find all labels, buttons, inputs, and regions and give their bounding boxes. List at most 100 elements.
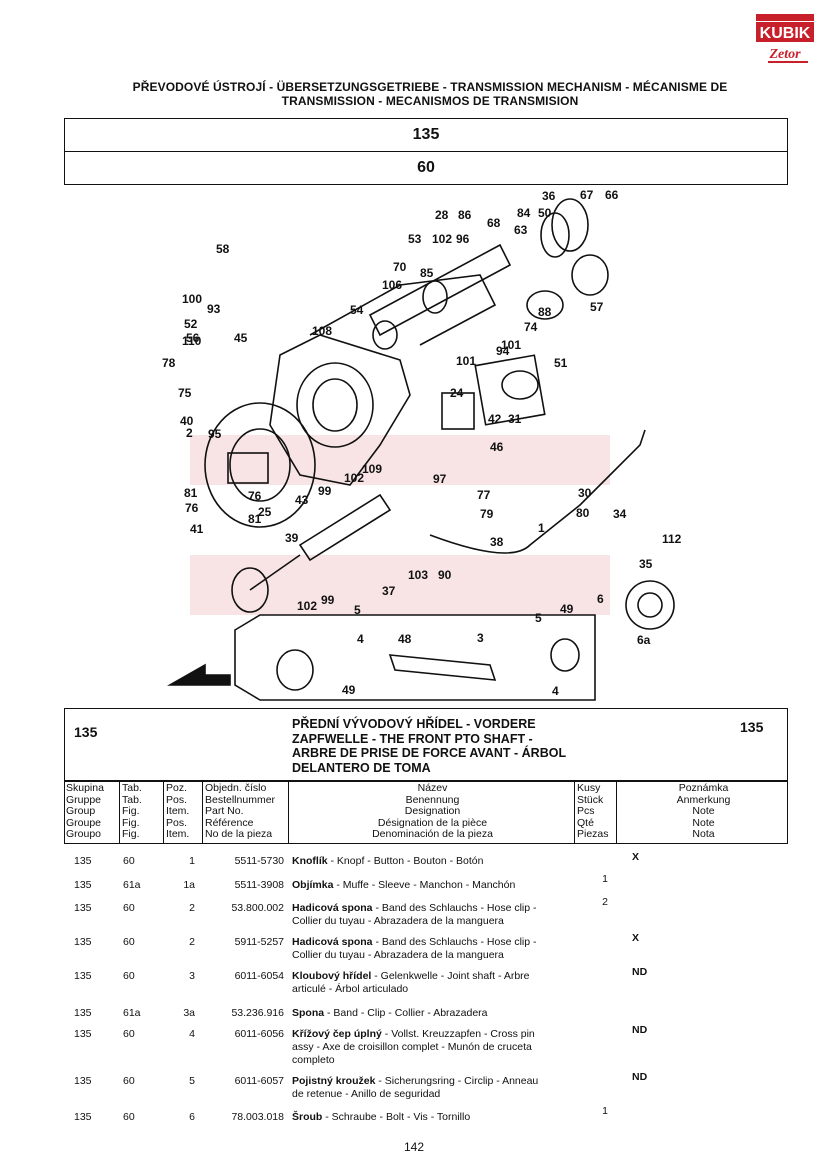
callout-label: 5 — [354, 603, 361, 617]
callout-label: 101 — [501, 338, 521, 352]
callout-label: 25 — [258, 505, 272, 519]
cell-name: Objímka - Muffe - Sleeve - Manchon - Man… — [292, 879, 582, 892]
callout-label: 51 — [554, 356, 568, 370]
callout-label: 5 — [535, 611, 542, 625]
callout-label: 36 — [542, 189, 556, 203]
cell-group: 135 — [74, 1028, 92, 1040]
callout-label: 54 — [350, 303, 364, 317]
part-name-translations: - Muffe - Sleeve - Manchon - Manchón — [333, 879, 516, 891]
cell-name: Hadicová spona - Band des Schlauchs - Ho… — [292, 936, 582, 962]
callout-label: 4 — [552, 684, 559, 698]
part-name-line3: completo — [292, 1054, 335, 1066]
cell-note: X — [632, 932, 640, 944]
cell-tab: 60 — [123, 855, 135, 867]
part-name-translations: - Band des Schlauchs - Hose clip - — [372, 902, 537, 914]
cell-qty: 2 — [602, 896, 608, 908]
callout-label: 93 — [207, 302, 221, 316]
cell-group: 135 — [74, 879, 92, 891]
cell-name: Křížový čep úplný - Vollst. Kreuzzapfen … — [292, 1028, 582, 1067]
cell-note: ND — [632, 966, 648, 978]
part-name-cz: Hadicová spona — [292, 936, 373, 948]
cell-name: Kloubový hřídel - Gelenkwelle - Joint sh… — [292, 970, 582, 996]
cell-part: 5511-5730 — [234, 855, 284, 867]
cell-group: 135 — [74, 1111, 92, 1123]
cell-part: 53.800.002 — [231, 902, 284, 914]
callout-label: 34 — [613, 507, 627, 521]
callout-label: 110 — [182, 334, 202, 348]
part-name-cz: Objímka — [292, 879, 334, 891]
callout-label: 30 — [578, 486, 592, 500]
cell-tab: 61a — [123, 879, 141, 891]
cell-tab: 60 — [123, 902, 135, 914]
callout-label: 39 — [285, 531, 299, 545]
section-number-right: 135 — [740, 719, 764, 735]
cell-part: 6011-6054 — [234, 970, 284, 982]
callout-label: 41 — [190, 522, 204, 536]
part-name-translations: - Gelenkwelle - Joint shaft - Arbre — [371, 970, 530, 982]
svg-text:Zetor: Zetor — [768, 47, 801, 62]
cell-part: 5911-5257 — [234, 936, 284, 948]
cell-tab: 60 — [123, 970, 135, 982]
callout-label: 103 — [408, 568, 428, 582]
cell-group: 135 — [74, 902, 92, 914]
callout-label: 58 — [216, 242, 230, 256]
part-name-line2: assy - Axe de croisillon complet - Munón… — [292, 1041, 532, 1053]
part-name-cz: Spona — [292, 1007, 325, 1019]
callout-label: 95 — [208, 427, 222, 441]
part-name-line2: articulé - Árbol articulado — [292, 983, 409, 995]
callout-label: 68 — [487, 216, 501, 230]
cell-note: X — [632, 851, 640, 863]
page-number: 142 — [404, 1140, 425, 1154]
callout-label: 49 — [560, 602, 574, 616]
table-number-box: 60 — [64, 151, 788, 185]
cell-pos: 2 — [189, 902, 195, 914]
callout-label: 88 — [538, 305, 552, 319]
callout-label: 90 — [438, 568, 452, 582]
callout-label: 42 — [488, 412, 502, 426]
callout-label: 80 — [576, 506, 590, 520]
callout-label: 108 — [312, 324, 332, 338]
cell-group: 135 — [74, 1007, 92, 1019]
callout-label: 78 — [162, 356, 176, 370]
part-name-line2: Collier du tuyau - Abrazadera de la mang… — [292, 949, 504, 961]
callout-label: 86 — [458, 208, 472, 222]
table-header — [64, 781, 788, 844]
callout-label: 66 — [605, 188, 619, 202]
cell-pos: 1 — [189, 855, 195, 867]
callout-label: 76 — [185, 501, 199, 515]
cell-qty: 1 — [602, 873, 608, 885]
svg-text:KUBIK: KUBIK — [760, 25, 811, 42]
part-name-translations: - Sicherungsring - Circlip - Anneau — [375, 1075, 539, 1087]
callout-label: 84 — [517, 206, 531, 220]
part-name-translations: - Schraube - Bolt - Vis - Tornillo — [322, 1111, 471, 1123]
housing-drawing — [166, 198, 675, 701]
callout-label: 77 — [477, 488, 491, 502]
cell-name: Knoflík - Knopf - Button - Bouton - Botó… — [292, 855, 582, 868]
callout-label: 37 — [382, 584, 396, 598]
callout-label: 81 — [184, 486, 198, 500]
cell-tab: 61a — [123, 1007, 141, 1019]
cell-tab: 60 — [123, 1111, 135, 1123]
callout-label: 28 — [435, 208, 449, 222]
cell-pos: 5 — [189, 1075, 195, 1087]
part-name-translations: - Band des Schlauchs - Hose clip - — [372, 936, 537, 948]
cell-group: 135 — [74, 1075, 92, 1087]
cell-part: 5511-3908 — [234, 879, 284, 891]
cell-pos: 1a — [183, 879, 195, 891]
part-name-translations: - Knopf - Button - Bouton - Botón — [327, 855, 484, 867]
page-title: PŘEVODOVÉ ÚSTROJÍ - ÜBERSETZUNGSGETRIEBE… — [132, 80, 728, 108]
cell-pos: 6 — [189, 1111, 195, 1123]
callout-label: 43 — [295, 493, 309, 507]
callout-label: 49 — [342, 683, 356, 697]
section-title-line: DELANTERO DE TOMA — [292, 760, 431, 775]
callout-label: 100 — [182, 292, 202, 306]
callout-label: 67 — [580, 188, 594, 202]
callout-label: 3 — [477, 631, 484, 645]
